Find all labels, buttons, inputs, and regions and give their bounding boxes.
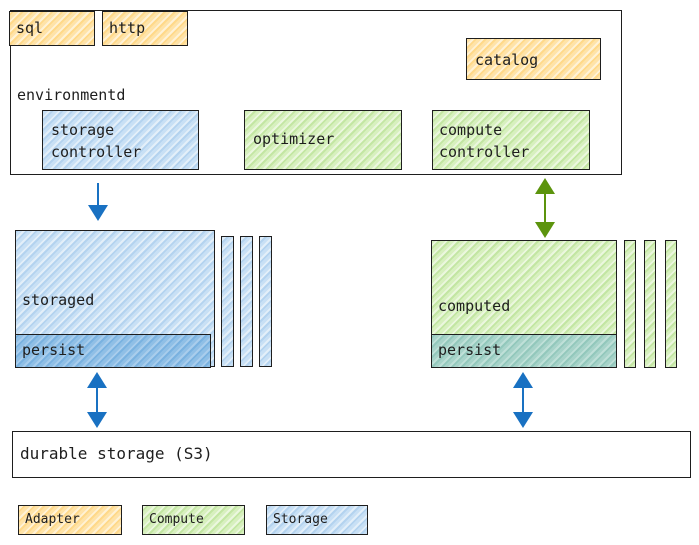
legend-adapter-label: Adapter (25, 512, 80, 527)
storaged-replica-1 (221, 236, 234, 367)
computed-label: computed (438, 297, 511, 315)
legend-compute-label: Compute (149, 512, 204, 527)
storaged-replica-3 (259, 236, 272, 367)
computed-replica-1 (624, 240, 636, 368)
legend-compute: Compute (142, 505, 245, 535)
legend-adapter: Adapter (18, 505, 122, 535)
catalog-label: catalog (475, 51, 539, 69)
storaged-replica-2 (240, 236, 253, 367)
computed-replica-3 (665, 240, 677, 368)
sql-box[interactable]: sql (9, 11, 95, 46)
http-label: http (109, 19, 146, 37)
environmentd-label: environmentd (17, 86, 126, 104)
storage-controller-label: storage controller (51, 121, 142, 161)
computed-replica-2 (644, 240, 656, 368)
compute-controller-label: compute controller (439, 121, 530, 161)
storaged-persist-label: persist (22, 341, 86, 359)
http-box[interactable]: http (102, 11, 188, 46)
compute-controller-box[interactable]: compute controller (432, 110, 590, 170)
storaged-persist-box[interactable]: persist (15, 334, 211, 368)
computed-persist-label: persist (438, 341, 502, 359)
computed-persist-box[interactable]: persist (431, 334, 617, 368)
storage-controller-box[interactable]: storage controller (42, 110, 199, 170)
optimizer-label: optimizer (253, 130, 335, 148)
durable-storage-box[interactable]: durable storage (S3) (12, 431, 691, 478)
storaged-label: storaged (22, 291, 95, 309)
optimizer-box[interactable]: optimizer (244, 110, 402, 170)
durable-storage-label: durable storage (S3) (20, 444, 213, 463)
sql-label: sql (16, 19, 44, 37)
legend-storage-label: Storage (273, 512, 328, 527)
catalog-box[interactable]: catalog (466, 38, 601, 80)
legend-storage: Storage (266, 505, 368, 535)
